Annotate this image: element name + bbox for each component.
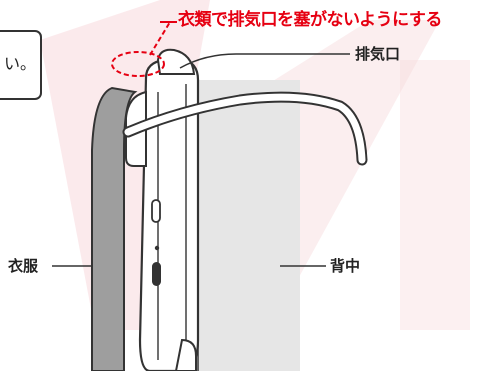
callout-box: い。 <box>0 30 42 100</box>
vent-cap <box>156 48 196 75</box>
side-button <box>151 199 161 223</box>
callout-text: い。 <box>4 54 37 73</box>
back-body-panel <box>198 80 300 371</box>
vent-highlight-ellipse <box>111 51 165 77</box>
clothes-layer <box>91 86 138 371</box>
power-button <box>152 262 161 286</box>
warning-label: 衣類で排気口を塞がないようにする <box>178 10 442 30</box>
clothes-label: 衣服 <box>8 257 39 275</box>
back-label: 背中 <box>330 257 361 275</box>
indicator-dot <box>154 245 160 251</box>
vent-leader-line <box>179 53 350 69</box>
vent-label: 排気口 <box>355 45 401 63</box>
neck-strap-fill <box>124 93 366 164</box>
device-foot <box>174 338 197 371</box>
